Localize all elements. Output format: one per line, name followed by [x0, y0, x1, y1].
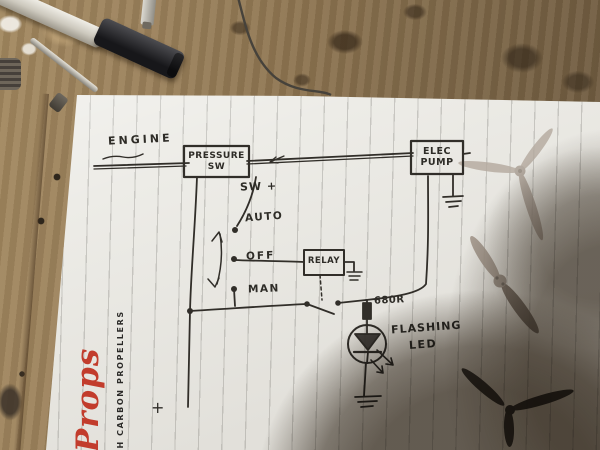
threaded-fitting [0, 58, 21, 90]
metal-tool-shaft [29, 36, 99, 94]
brand-subtext: CH CARBON PROPELLERS [116, 310, 125, 450]
hex-bit [140, 0, 157, 26]
paper-edge-shadow [13, 93, 49, 450]
metal-tool-tip [48, 91, 69, 114]
brand-script-text: -Props [70, 347, 106, 450]
marker-pen-body [0, 0, 107, 49]
loose-wire [237, 0, 332, 97]
marker-pen-cap [92, 16, 186, 81]
